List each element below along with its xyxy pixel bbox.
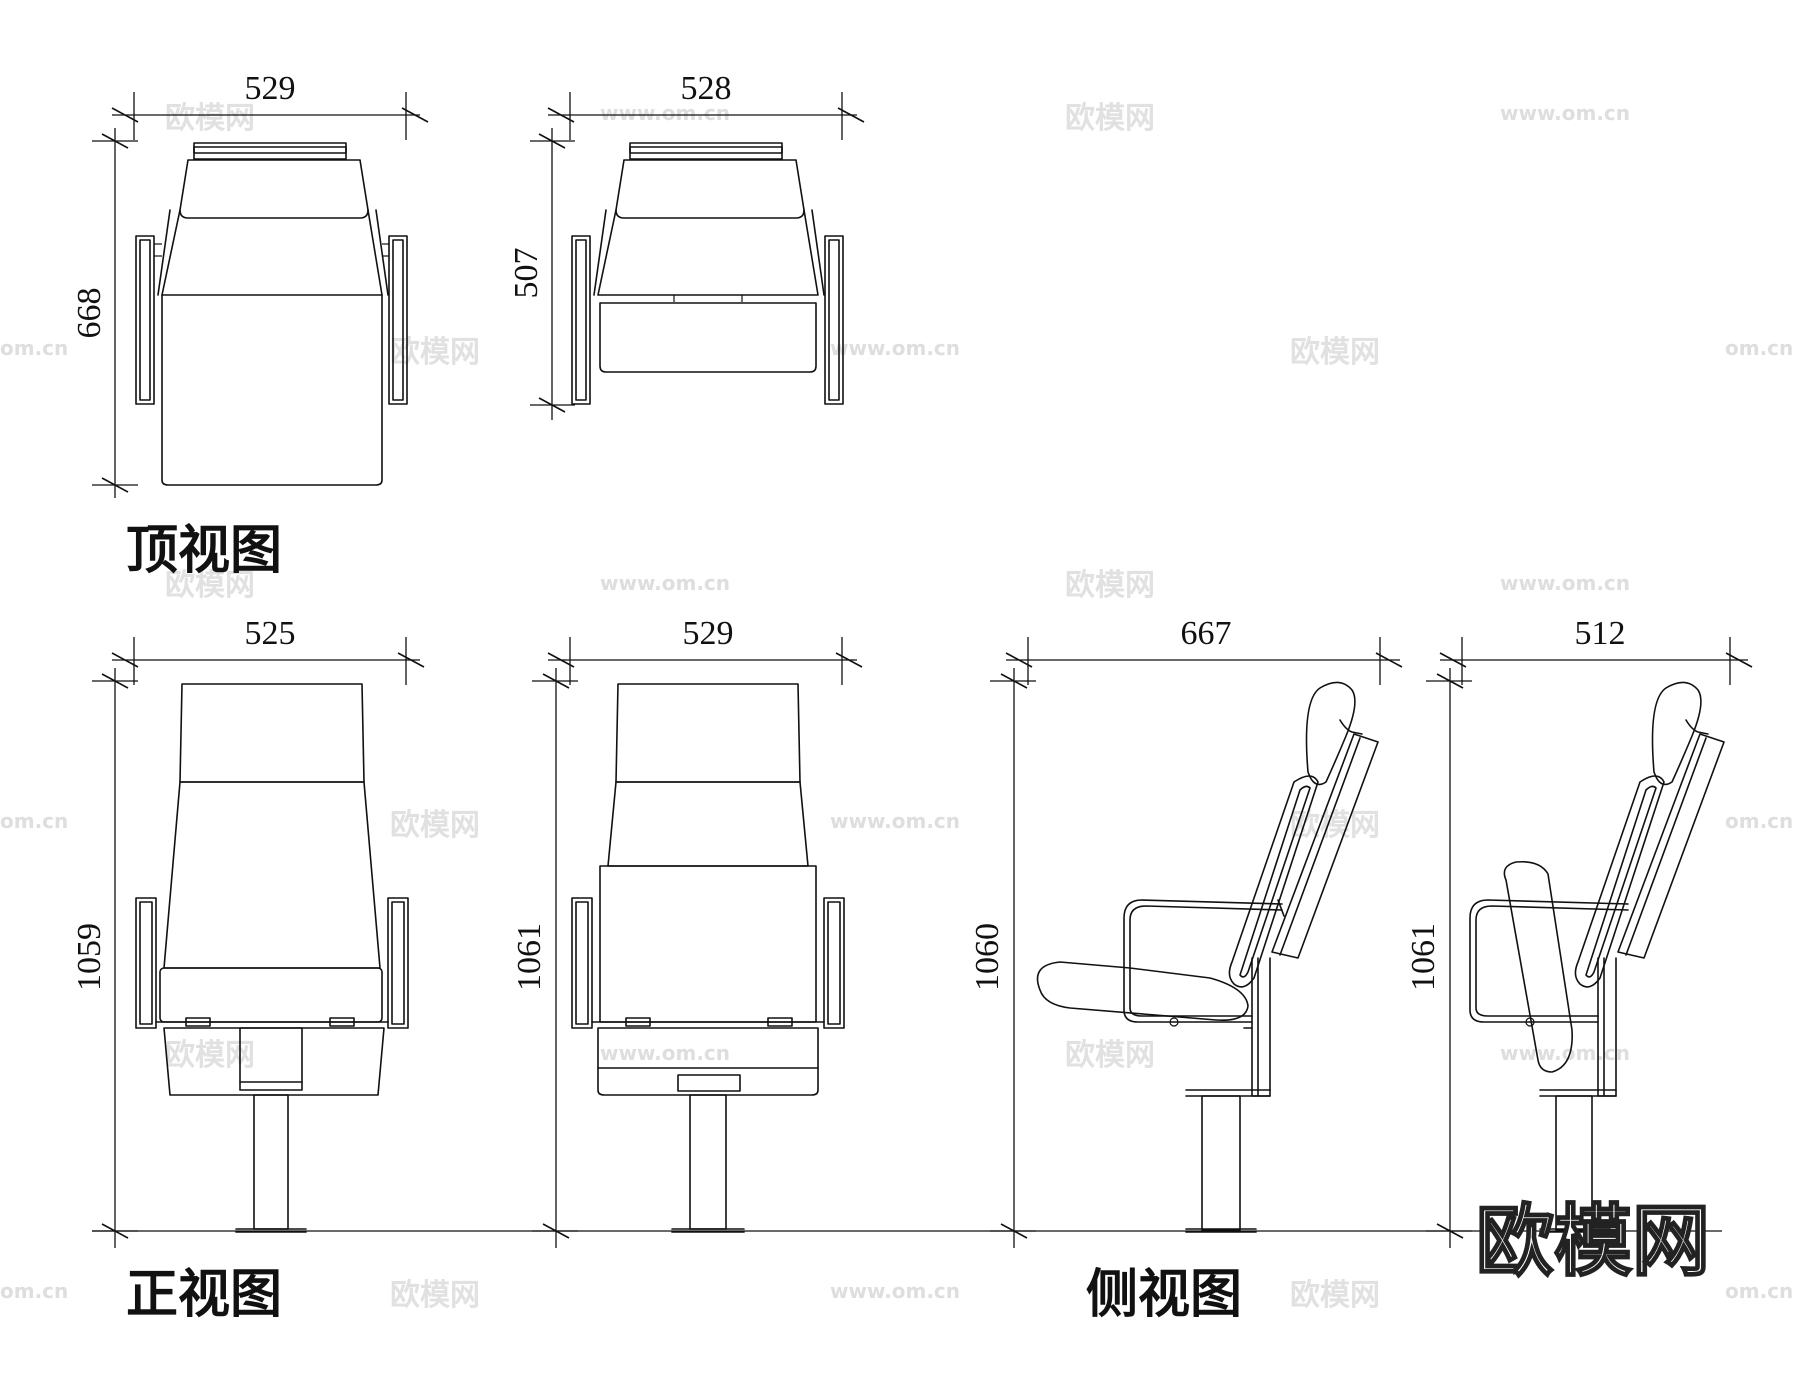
watermark-url: www.om.cn: [830, 1279, 960, 1303]
top-view-1: 529 668: [71, 70, 429, 498]
watermark-text: 欧模网: [1290, 808, 1380, 843]
front-view-label: 正视图: [126, 1264, 282, 1325]
dim-label: 525: [245, 615, 296, 652]
watermark-text: 欧模网: [1065, 101, 1155, 136]
front-view-2: 529 1061: [511, 615, 863, 1248]
dim-label: 668: [71, 288, 108, 339]
watermark-url: om.cn: [1725, 1279, 1793, 1303]
top-view-label: 顶视图: [126, 520, 282, 581]
dim-label: 1061: [511, 923, 548, 991]
watermark-text: 欧模网: [390, 1278, 480, 1313]
watermark-text: 欧模网: [390, 808, 480, 843]
watermark-logo: 欧模网: [1476, 1197, 1710, 1287]
dimension-depth: 512: [1439, 615, 1753, 685]
watermark-text: 欧模网: [390, 335, 480, 370]
watermark-url: www.om.cn: [1500, 1041, 1630, 1065]
watermark-url: om.cn: [0, 1279, 68, 1303]
dimension-height: 1061: [511, 668, 578, 1248]
watermark-url: www.om.cn: [830, 336, 960, 360]
dimension-width: 529: [547, 615, 863, 685]
dim-label: 512: [1575, 615, 1626, 652]
watermark-url: www.om.cn: [600, 1041, 730, 1065]
watermark-url: om.cn: [1725, 809, 1793, 833]
watermark-text: 欧模网: [165, 568, 255, 603]
watermark-text: 欧模网: [1065, 568, 1155, 603]
dimension-width: 525: [111, 615, 425, 685]
dimension-height: 1059: [71, 668, 138, 1248]
watermark-url: om.cn: [0, 336, 68, 360]
dimension-depth: 667: [1005, 615, 1403, 685]
dimension-depth: 668: [71, 128, 138, 498]
dim-label: 1059: [71, 923, 108, 991]
dim-label: 1061: [1405, 923, 1442, 991]
watermark-url: om.cn: [1725, 336, 1793, 360]
watermark-layer: 欧模网 www.om.cn 欧模网 www.om.cn om.cn 欧模网 ww…: [0, 101, 1793, 1313]
dim-label: 529: [683, 615, 734, 652]
watermark-url: www.om.cn: [1500, 101, 1630, 125]
side-view-1: 667 1060: [969, 615, 1403, 1248]
watermark-text: 欧模网: [1290, 335, 1380, 370]
dimension-height: 1061: [1405, 668, 1472, 1248]
watermark-url: www.om.cn: [830, 809, 960, 833]
dim-label: 528: [681, 70, 732, 107]
watermark-text: 欧模网: [165, 1038, 255, 1073]
top-view-2: 528 507: [508, 70, 865, 420]
dim-label: 667: [1181, 615, 1232, 652]
dim-label: 529: [245, 70, 296, 107]
side-view-2: 512 1061: [1405, 615, 1753, 1248]
dimension-width: 528: [547, 70, 865, 140]
watermark-text: 欧模网: [1290, 1278, 1380, 1313]
watermark-url: www.om.cn: [1500, 571, 1630, 595]
dimension-height: 1060: [969, 668, 1036, 1248]
watermark-text: 欧模网: [1065, 1038, 1155, 1073]
dim-label: 1060: [969, 923, 1006, 991]
watermark-url: om.cn: [0, 809, 68, 833]
watermark-url: www.om.cn: [600, 101, 730, 125]
side-view-label: 侧视图: [1086, 1264, 1242, 1325]
dimension-width: 529: [111, 70, 429, 140]
dimension-depth: 507: [508, 128, 575, 420]
watermark-url: www.om.cn: [600, 571, 730, 595]
dim-label: 507: [508, 248, 545, 299]
watermark-text: 欧模网: [165, 101, 255, 136]
front-view-1: 525 1059: [71, 615, 425, 1248]
